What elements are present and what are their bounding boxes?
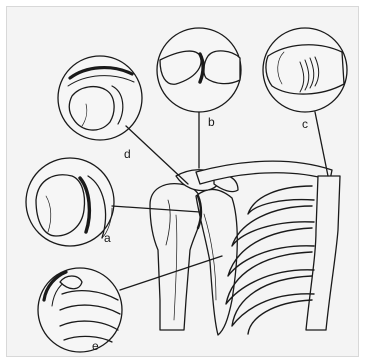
label-d: d (124, 148, 131, 160)
label-b: b (208, 116, 215, 128)
label-a: a (104, 232, 111, 244)
rib-cage (226, 186, 314, 334)
leader-line-d (126, 126, 188, 184)
callout-a (26, 158, 114, 246)
callout-e (38, 268, 122, 352)
callout-d (58, 56, 142, 140)
label-e: e (92, 340, 99, 352)
callout-c (263, 28, 347, 112)
main-shoulder-illustration (150, 161, 340, 335)
callout-b (157, 28, 241, 112)
label-c: c (302, 118, 308, 130)
sternum (306, 176, 340, 330)
